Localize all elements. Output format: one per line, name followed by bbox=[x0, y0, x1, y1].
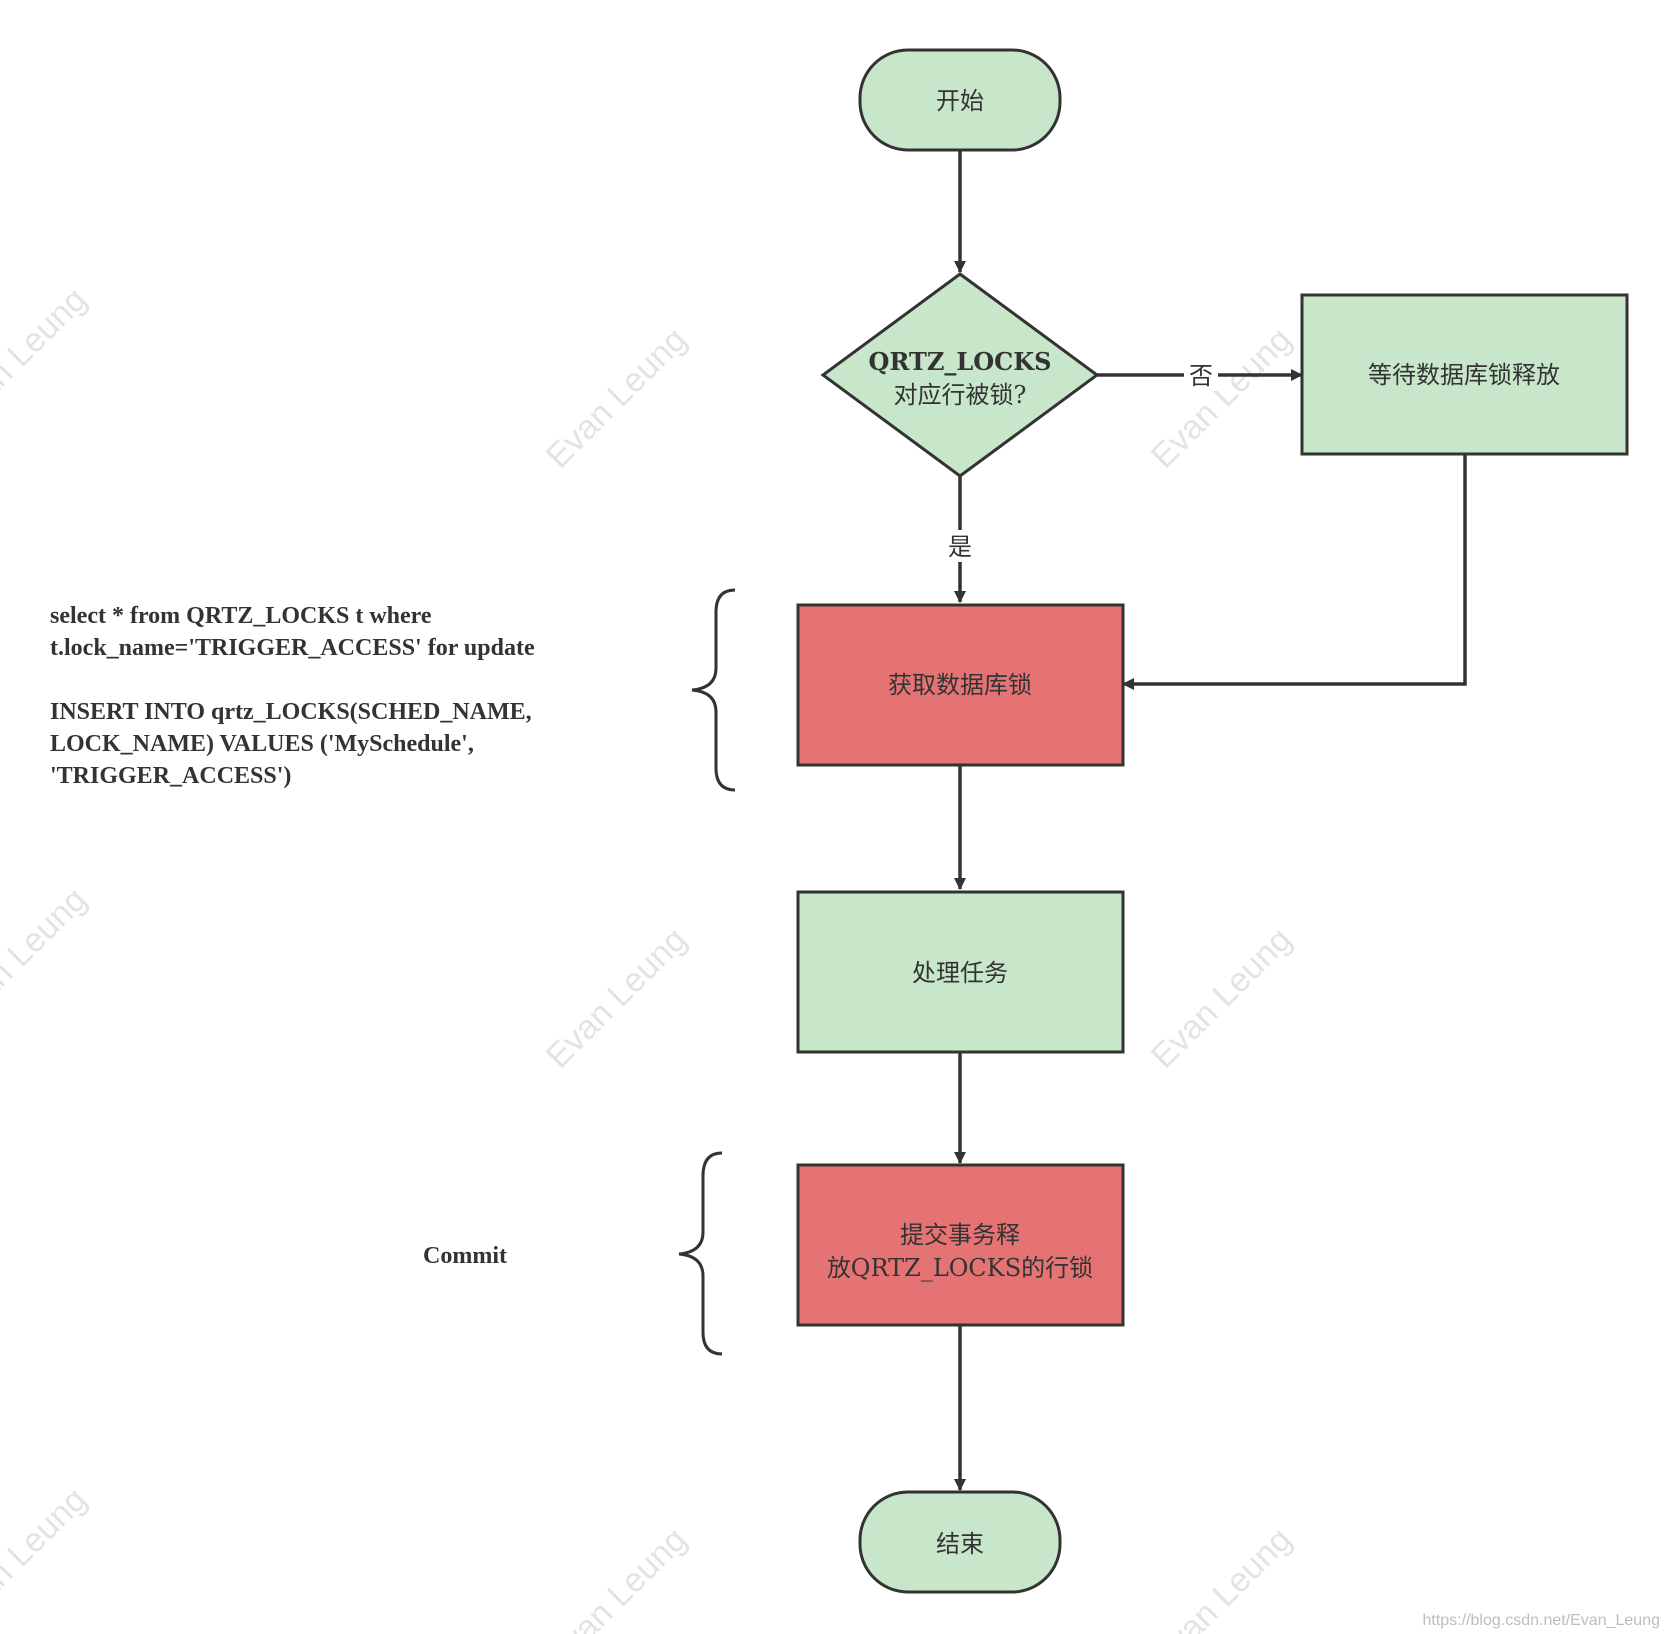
node-label: 结束 bbox=[936, 1530, 984, 1558]
watermark: Evan Leung bbox=[1144, 920, 1299, 1075]
node-commit: 提交事务释 放QRTZ_LOCKS的行锁 bbox=[796, 1163, 1125, 1327]
node-wait: 等待数据库锁释放 bbox=[1300, 293, 1629, 456]
watermark: Evan Leung bbox=[1144, 1520, 1299, 1634]
sql-note-line: 'TRIGGER_ACCESS') bbox=[50, 763, 291, 789]
process-shape bbox=[796, 1163, 1125, 1327]
node-end: 结束 bbox=[858, 1490, 1062, 1594]
watermark: Evan Leung bbox=[539, 320, 694, 475]
watermark: Evan Leung bbox=[539, 920, 694, 1075]
watermark: Evan Leung bbox=[0, 1480, 94, 1634]
process-shape bbox=[796, 603, 1125, 767]
watermark: Evan Leung bbox=[1144, 320, 1299, 475]
sql-note-line: t.lock_name='TRIGGER_ACCESS' for update bbox=[50, 635, 535, 661]
terminal-shape bbox=[858, 48, 1062, 152]
watermark: Evan Leung bbox=[539, 1520, 694, 1634]
node-label: QRTZ_LOCKS bbox=[869, 347, 1052, 376]
edge-label-no: 否 bbox=[1189, 362, 1213, 390]
node-label: 放QRTZ_LOCKS的行锁 bbox=[827, 1254, 1093, 1282]
node-label: 等待数据库锁释放 bbox=[1368, 361, 1560, 389]
brace-commit bbox=[678, 1151, 723, 1356]
decision-shape bbox=[820, 272, 1100, 478]
sql-note: select * from QRTZ_LOCKS t where t.lock_… bbox=[50, 603, 535, 789]
node-acquire: 获取数据库锁 bbox=[796, 603, 1125, 767]
commit-note: Commit bbox=[423, 1243, 507, 1269]
node-label: 开始 bbox=[936, 87, 984, 115]
brace-sql bbox=[691, 588, 736, 792]
node-label: 处理任务 bbox=[912, 959, 1008, 987]
edge-label-bg bbox=[1184, 359, 1218, 391]
node-start: 开始 bbox=[858, 48, 1062, 152]
node-process: 处理任务 bbox=[796, 890, 1125, 1054]
source-url: https://blog.csdn.net/Evan_Leung bbox=[1422, 1612, 1660, 1629]
sql-note-line: select * from QRTZ_LOCKS t where bbox=[50, 603, 432, 629]
node-label: 获取数据库锁 bbox=[888, 671, 1032, 699]
terminal-shape bbox=[858, 1490, 1062, 1594]
process-shape bbox=[1300, 293, 1629, 456]
edge-label-yes: 是 bbox=[948, 533, 972, 561]
watermark: Evan Leung bbox=[0, 880, 94, 1035]
watermark: Evan Leung bbox=[0, 280, 94, 435]
sql-note-line: LOCK_NAME) VALUES ('MySchedule', bbox=[50, 731, 474, 757]
edge-wait-to-acquire bbox=[1122, 454, 1467, 690]
edge-label-bg bbox=[942, 530, 978, 562]
sql-note-line: INSERT INTO qrtz_LOCKS(SCHED_NAME, bbox=[50, 699, 532, 725]
process-shape bbox=[796, 890, 1125, 1054]
node-label: 对应行被锁? bbox=[894, 381, 1027, 409]
node-label: 提交事务释 bbox=[900, 1221, 1020, 1249]
node-decision: QRTZ_LOCKS 对应行被锁? bbox=[820, 272, 1100, 478]
